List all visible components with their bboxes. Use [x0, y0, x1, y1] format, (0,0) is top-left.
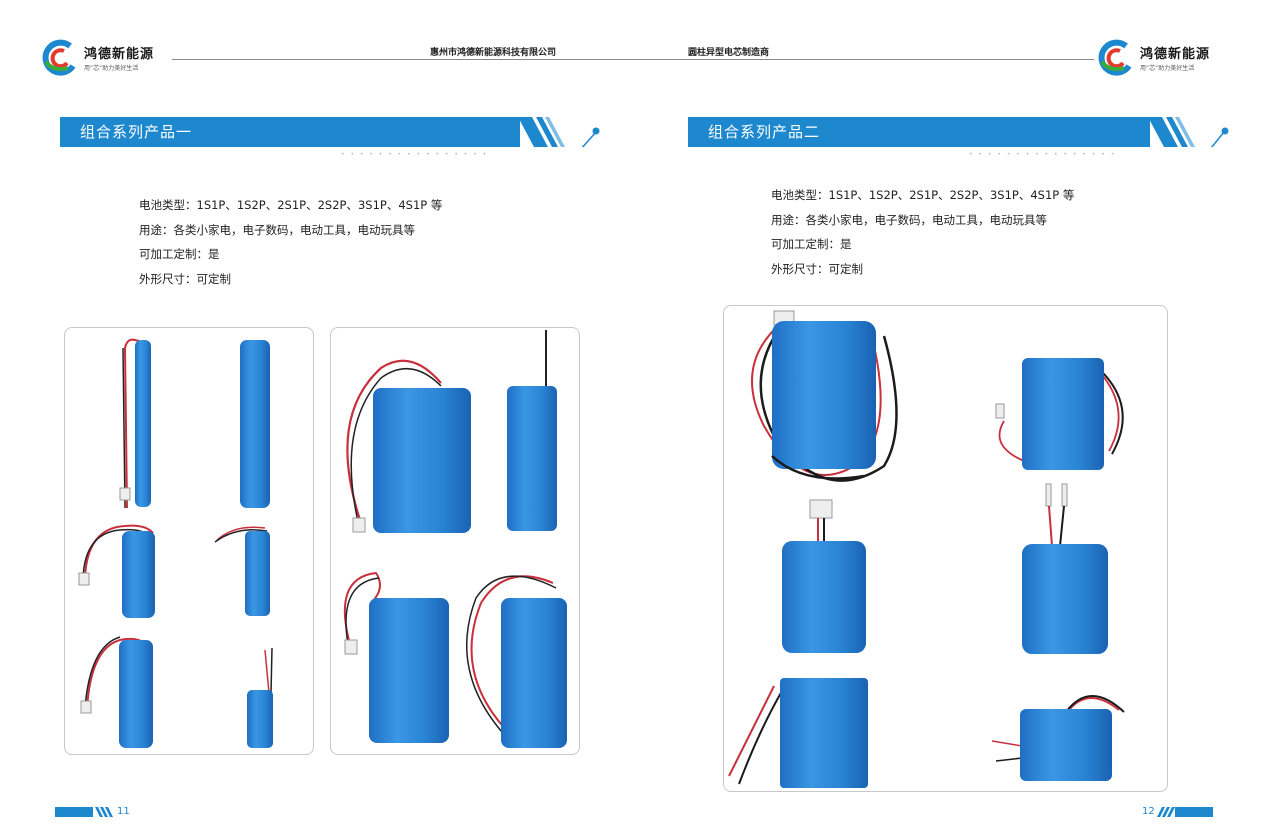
battery-photo	[78, 338, 273, 748]
spec-battery-type: 电池类型：1S1P、1S2P、2S1P、2S2P、3S1P、4S1P 等	[771, 188, 1075, 202]
battery-photo	[343, 330, 567, 748]
page-number-left: 11	[117, 806, 130, 817]
footer-stripes-icon	[95, 807, 113, 817]
dotted-divider: • • • • • • • • • • • • • • • •	[341, 151, 489, 158]
battery-photo	[728, 310, 1125, 788]
company-name: 惠州市鸿德新能源科技有限公司	[430, 48, 557, 58]
spec-customizable: 可加工定制：是	[771, 237, 852, 251]
page-bar-left	[55, 807, 93, 817]
header-divider	[172, 59, 1094, 60]
spec-list-left: 电池类型：1S1P、1S2P、2S1P、2S2P、3S1P、4S1P 等 用途：…	[139, 193, 442, 291]
spec-dimensions: 外形尺寸：可定制	[771, 261, 863, 276]
brand-mark-icon	[40, 38, 78, 76]
company-tagline: 圆柱异型电芯制造商	[688, 48, 770, 58]
spec-customizable: 可加工定制：是	[139, 247, 220, 261]
brand-slogan: 用“芯”助力美好生活	[84, 64, 139, 72]
page-bar-right	[1175, 807, 1213, 817]
product-photo-panel	[723, 305, 1168, 792]
product-photo-panel	[330, 327, 580, 755]
brand-slogan: 用“芯”助力美好生活	[1140, 64, 1195, 72]
spec-usage: 用途：各类小家电，电子数码，电动工具，电动玩具等	[139, 222, 415, 237]
spec-battery-type: 电池类型：1S1P、1S2P、2S1P、2S2P、3S1P、4S1P 等	[139, 198, 443, 212]
spec-dimensions: 外形尺寸：可定制	[139, 271, 231, 286]
section-banner-left: 组合系列产品一	[60, 117, 520, 147]
brand-logo-left: 鸿德新能源 用“芯”助力美好生活	[40, 38, 154, 76]
spec-list-right: 电池类型：1S1P、1S2P、2S1P、2S2P、3S1P、4S1P 等 用途：…	[771, 183, 1074, 281]
section-title: 组合系列产品二	[708, 123, 821, 141]
brand-name: 鸿德新能源	[84, 46, 155, 62]
brand-logo-right: 鸿德新能源 用“芯”助力美好生活	[1096, 38, 1210, 76]
banner-stripes-icon	[1148, 117, 1229, 147]
product-photo-panel	[64, 327, 314, 755]
brand-name: 鸿德新能源	[1140, 46, 1211, 62]
section-title: 组合系列产品一	[80, 123, 193, 141]
spec-usage: 用途：各类小家电，电子数码，电动工具，电动玩具等	[771, 212, 1047, 227]
page-number-right: 12	[1142, 806, 1155, 817]
section-banner-right: 组合系列产品二	[688, 117, 1150, 147]
footer-stripes-icon	[1157, 807, 1175, 817]
banner-stripes-icon	[518, 117, 600, 147]
brand-mark-icon	[1096, 38, 1134, 76]
dotted-divider: • • • • • • • • • • • • • • • •	[969, 151, 1117, 158]
